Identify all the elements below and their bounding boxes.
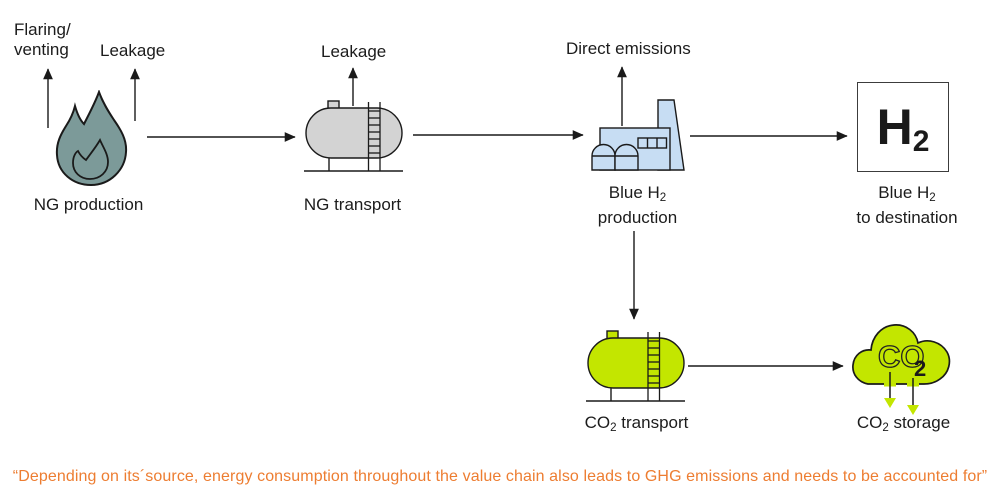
- cloud-co2-subscript: 2: [914, 356, 926, 381]
- label-blue-h2-destination: Blue H2 to destination: [856, 183, 958, 228]
- h2-symbol: H: [876, 99, 913, 155]
- label-ng-transport: NG transport: [303, 195, 402, 214]
- label-flaring-venting: Flaring/ venting: [14, 20, 71, 59]
- label-leakage-ng-transport: Leakage: [321, 42, 387, 61]
- label-leakage-ng-production: Leakage: [100, 41, 166, 60]
- label-co2-storage: CO2 storage: [856, 413, 951, 435]
- footnote-quote: “Depending on its´source, energy consump…: [12, 468, 988, 485]
- factory-icon: [591, 99, 685, 171]
- co2-storage-cloud-icon: CO 2: [852, 324, 951, 415]
- flame-icon: [55, 90, 128, 187]
- co2-transport-tank-icon: [586, 330, 685, 402]
- cloud-co2-text: CO: [878, 339, 925, 374]
- label-direct-emissions: Direct emissions: [566, 39, 691, 58]
- ng-transport-tank-icon: [304, 100, 403, 172]
- label-blue-h2-production: Blue H2 production: [597, 183, 678, 228]
- label-co2-transport: CO2 transport: [584, 413, 689, 435]
- label-ng-production: NG production: [33, 195, 144, 214]
- h2-symbol-subscript: 2: [912, 125, 930, 158]
